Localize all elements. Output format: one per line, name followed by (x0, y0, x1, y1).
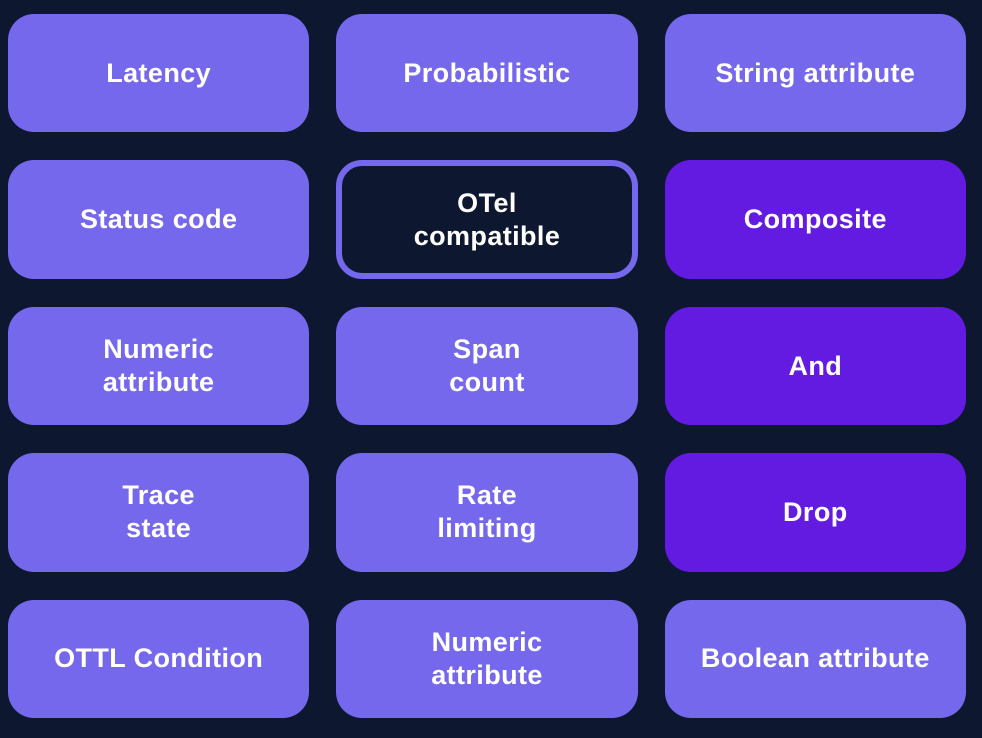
card-label: Numeric attribute (431, 626, 543, 690)
card-span-count[interactable]: Span count (336, 306, 638, 426)
card-label: Numeric attribute (102, 334, 215, 397)
card-label: Boolean attribute (700, 643, 930, 674)
card-label: Rate limiting (437, 480, 537, 544)
card-label: String attribute (715, 57, 916, 88)
card-drop[interactable]: Drop (664, 453, 966, 572)
card-numeric-attribute-1[interactable]: Numeric attribute (8, 306, 310, 426)
card-label: Drop (783, 496, 848, 527)
card-status-code[interactable]: Status code (8, 160, 310, 279)
card-label: Composite (743, 204, 887, 235)
card-label: Trace state (122, 480, 195, 544)
card-string-attribute[interactable]: String attribute (664, 14, 966, 133)
card-rate-limiting[interactable]: Rate limiting (336, 453, 638, 572)
card-label: Latency (106, 57, 212, 88)
card-label: And (788, 350, 843, 381)
card-label: OTTL Condition (54, 643, 264, 674)
card-label: OTel compatible (413, 187, 561, 251)
card-latency[interactable]: Latency (8, 14, 310, 133)
card-boolean-attribute[interactable]: Boolean attribute (664, 599, 966, 718)
card-ottl-condition[interactable]: OTTL Condition (8, 599, 310, 718)
card-label: Span count (449, 334, 525, 397)
card-probabilistic[interactable]: Probabilistic (336, 14, 638, 133)
card-label: Probabilistic (403, 57, 571, 88)
card-label: Status code (79, 204, 238, 235)
card-trace-state[interactable]: Trace state (8, 453, 310, 572)
card-composite[interactable]: Composite (664, 160, 966, 279)
card-otel-compatible-selected[interactable]: OTel compatible (336, 160, 638, 279)
card-and[interactable]: And (664, 306, 966, 426)
card-numeric-attribute-2[interactable]: Numeric attribute (336, 599, 638, 718)
